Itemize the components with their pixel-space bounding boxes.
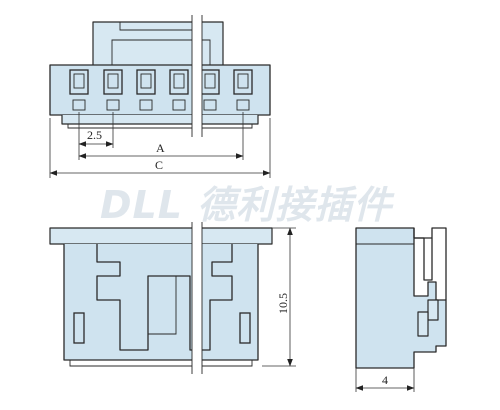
side-view: 4 [355,227,447,392]
top-latch [92,21,224,68]
brand-watermark: DLL 德利接插件 [100,183,395,227]
dim-depth: 4 [355,368,415,392]
dim-c: C [49,118,271,178]
front-slot-left [73,312,85,344]
dim-a-label: A [156,141,165,155]
dim-c-label: C [155,158,163,172]
dim-height-label: 10.5 [276,293,290,314]
top-view: 2.5 A C [49,15,271,178]
dim-depth-label: 4 [382,373,388,387]
contact-holes [69,69,253,111]
top-rim [61,115,259,125]
front-view: 10.5 [49,222,296,374]
dim-height: 10.5 [262,227,296,367]
dim-pitch-label: 2.5 [87,128,102,142]
dim-a: A [78,112,244,160]
dim-pitch: 2.5 [78,112,114,148]
front-flange [49,227,273,245]
front-slot-right [239,312,251,344]
